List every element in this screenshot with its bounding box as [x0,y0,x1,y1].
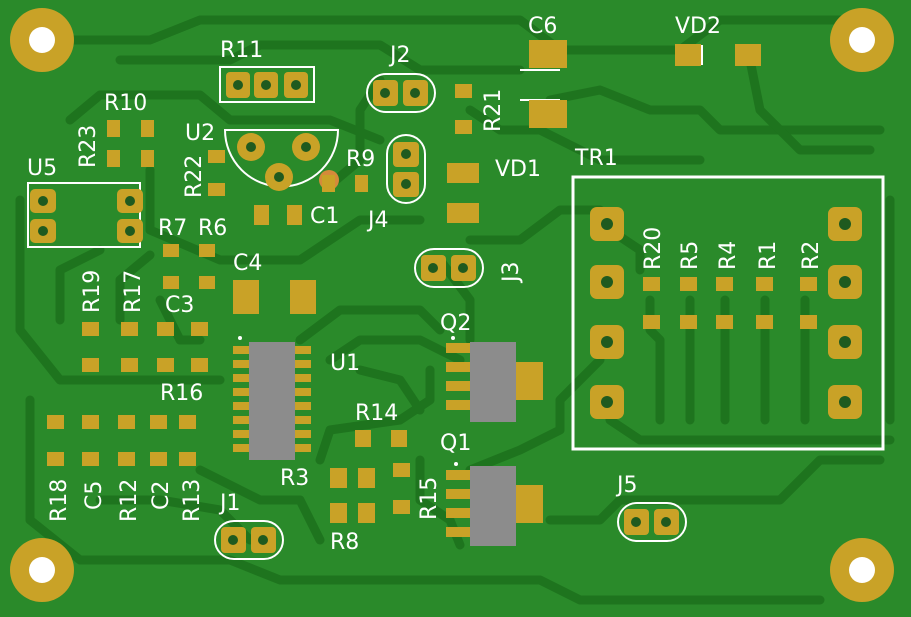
label-vd2: VD2 [675,14,721,39]
through-hole-pads [30,72,862,553]
label-r19: R19 [80,270,105,313]
label-r7: R7 [158,216,187,241]
label-tr1: TR1 [574,146,618,171]
label-j5: J5 [615,473,638,498]
u5-outline [27,182,141,248]
label-r15: R15 [417,477,442,520]
label-r10: R10 [104,91,147,116]
label-r22: R22 [182,155,207,198]
u1-ic [233,336,311,460]
mounting-holes [10,8,894,602]
label-j4: J4 [366,208,389,233]
label-r17: R17 [121,270,146,313]
label-r8: R8 [330,530,359,555]
label-r18: R18 [47,479,72,522]
label-r23: R23 [76,125,101,168]
j3-outline [414,248,484,288]
label-r12: R12 [117,479,142,522]
label-r5: R5 [678,241,703,270]
label-j3: J3 [499,262,524,285]
label-r6: R6 [198,216,227,241]
label-r4: R4 [716,241,741,270]
label-c5: C5 [82,481,107,510]
r11-outline [219,66,315,103]
q2-transistor [446,336,543,422]
label-r13: R13 [180,479,205,522]
j2-outline [366,73,436,113]
label-c4: C4 [233,251,262,276]
label-r14: R14 [355,401,398,426]
label-q2: Q2 [440,311,471,336]
label-u2: U2 [185,121,215,146]
label-r21: R21 [481,89,506,132]
label-u1: U1 [330,351,360,376]
label-u5: U5 [27,156,57,181]
j4-outline [386,134,426,204]
label-c2: C2 [149,481,174,510]
j1-outline [214,520,284,560]
label-r11: R11 [220,38,263,63]
label-c3: C3 [165,293,194,318]
silkscreen-labels: R11 J2 C6 VD2 R10 U2 R9 VD1 U5 C1 J4 TR1… [27,14,824,555]
copper-traces [15,15,895,605]
label-r9: R9 [346,147,375,172]
label-j2: J2 [388,43,411,68]
label-j1: J1 [218,491,241,516]
label-r16: R16 [160,381,203,406]
q1-transistor [446,462,543,546]
label-r1: R1 [756,241,781,270]
label-c1: C1 [310,204,339,229]
label-r20: R20 [641,227,666,270]
label-q1: Q1 [440,431,471,456]
label-c6: C6 [528,14,557,39]
tr1-outline [571,175,885,451]
j5-outline [617,502,687,542]
label-vd1: VD1 [495,157,541,182]
label-r2: R2 [799,241,824,270]
label-r3: R3 [280,466,309,491]
smd-components [47,40,817,523]
